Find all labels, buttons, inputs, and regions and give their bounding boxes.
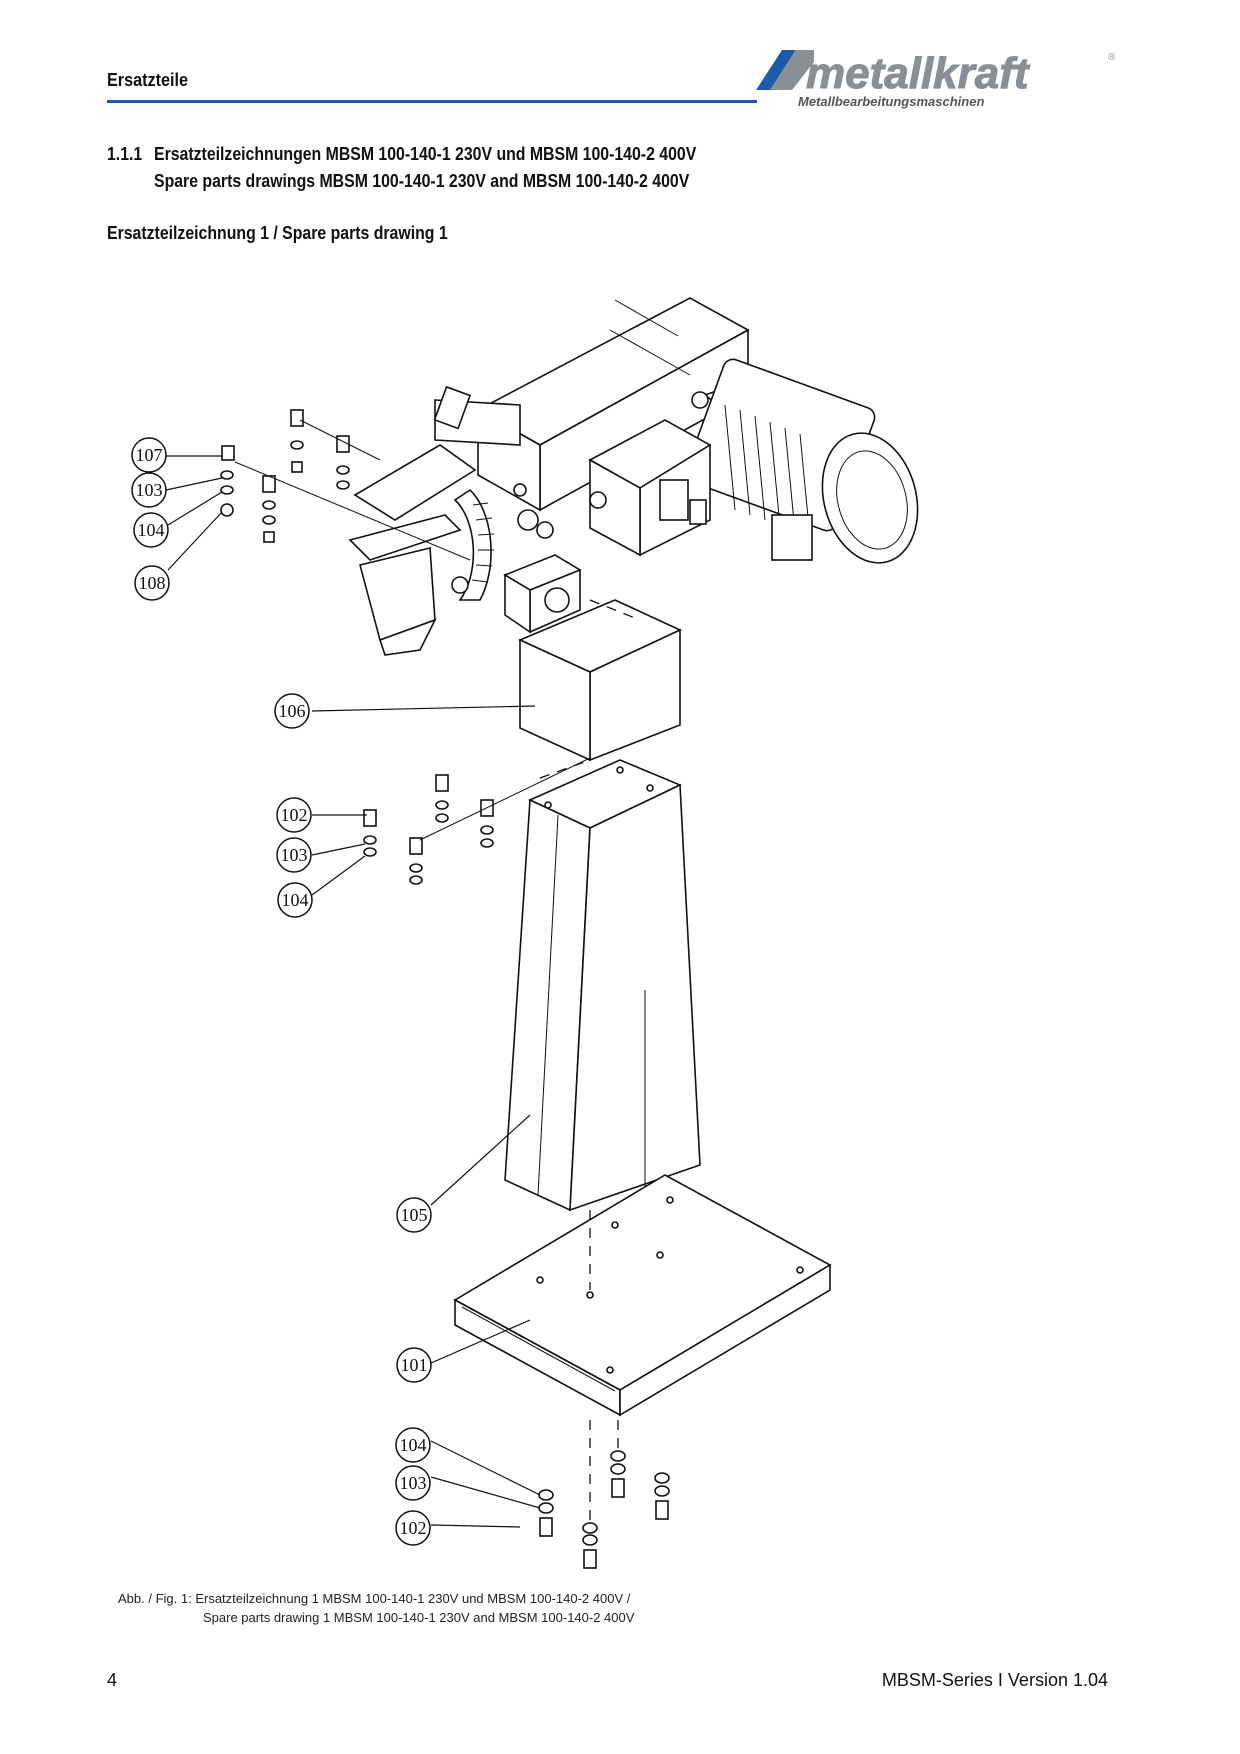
- svg-text:®: ®: [1108, 52, 1116, 63]
- callout-106: 106: [274, 693, 310, 729]
- callout-103: 103: [131, 472, 167, 508]
- metallkraft-logo: metallkraft ®: [756, 49, 1116, 99]
- belt-guard: [348, 385, 554, 656]
- callout-102: 102: [395, 1510, 431, 1546]
- section-number: 1.1.1: [107, 144, 143, 164]
- part-105-column: [504, 759, 701, 1285]
- leader-lines: [165, 455, 541, 1528]
- fasteners-upper: [220, 409, 471, 561]
- logo-wordmark: metallkraft: [806, 49, 1031, 98]
- part-101-base: [453, 1174, 832, 1417]
- svg-text:102: 102: [400, 1518, 427, 1538]
- svg-text:103: 103: [400, 1473, 427, 1493]
- svg-text:104: 104: [282, 890, 309, 910]
- header-title: Ersatzteile: [107, 70, 189, 90]
- adjust-knob-box: [503, 554, 582, 634]
- logo-subtitle: Metallbearbeitungsmaschinen: [798, 94, 985, 109]
- fasteners-lower: [538, 1420, 670, 1569]
- motor: [684, 358, 919, 564]
- page-number: 4: [107, 1670, 118, 1690]
- svg-text:104: 104: [400, 1435, 427, 1455]
- svg-text:103: 103: [136, 480, 163, 500]
- callout-104: 104: [133, 512, 169, 548]
- switch-box: [588, 419, 712, 557]
- svg-text:103: 103: [281, 845, 308, 865]
- callout-102: 102: [276, 797, 312, 833]
- callout-103: 103: [276, 837, 312, 873]
- svg-text:107: 107: [136, 445, 163, 465]
- svg-text:108: 108: [139, 573, 166, 593]
- fasteners-middle: [363, 757, 591, 885]
- logo-mark-icon: [756, 50, 814, 90]
- callout-101: 101: [396, 1347, 432, 1383]
- callout-108: 108: [134, 565, 170, 601]
- header-rule: [107, 100, 757, 103]
- svg-text:105: 105: [401, 1205, 428, 1225]
- callout-107: 107: [131, 437, 167, 473]
- drawing-subheading: Ersatzteilzeichnung 1 / Spare parts draw…: [107, 223, 448, 243]
- figure-caption-line1: Abb. / Fig. 1: Ersatzteilzeichnung 1 MBS…: [118, 1591, 631, 1606]
- callout-103: 103: [395, 1465, 431, 1501]
- figure-caption-line2: Spare parts drawing 1 MBSM 100-140-1 230…: [203, 1610, 635, 1625]
- section-title-en: Spare parts drawings MBSM 100-140-1 230V…: [154, 171, 690, 191]
- callout-105: 105: [396, 1197, 432, 1233]
- svg-text:106: 106: [279, 701, 306, 721]
- part-106-cover: [518, 599, 682, 762]
- grinder-head: [348, 297, 919, 656]
- callout-104: 104: [395, 1427, 431, 1463]
- callout-104: 104: [277, 882, 313, 918]
- footer-version: MBSM-Series I Version 1.04: [881, 1670, 1108, 1690]
- section-title-de: Ersatzteilzeichnungen MBSM 100-140-1 230…: [154, 144, 697, 164]
- svg-text:104: 104: [138, 520, 165, 540]
- svg-text:102: 102: [281, 805, 308, 825]
- svg-text:101: 101: [401, 1355, 428, 1375]
